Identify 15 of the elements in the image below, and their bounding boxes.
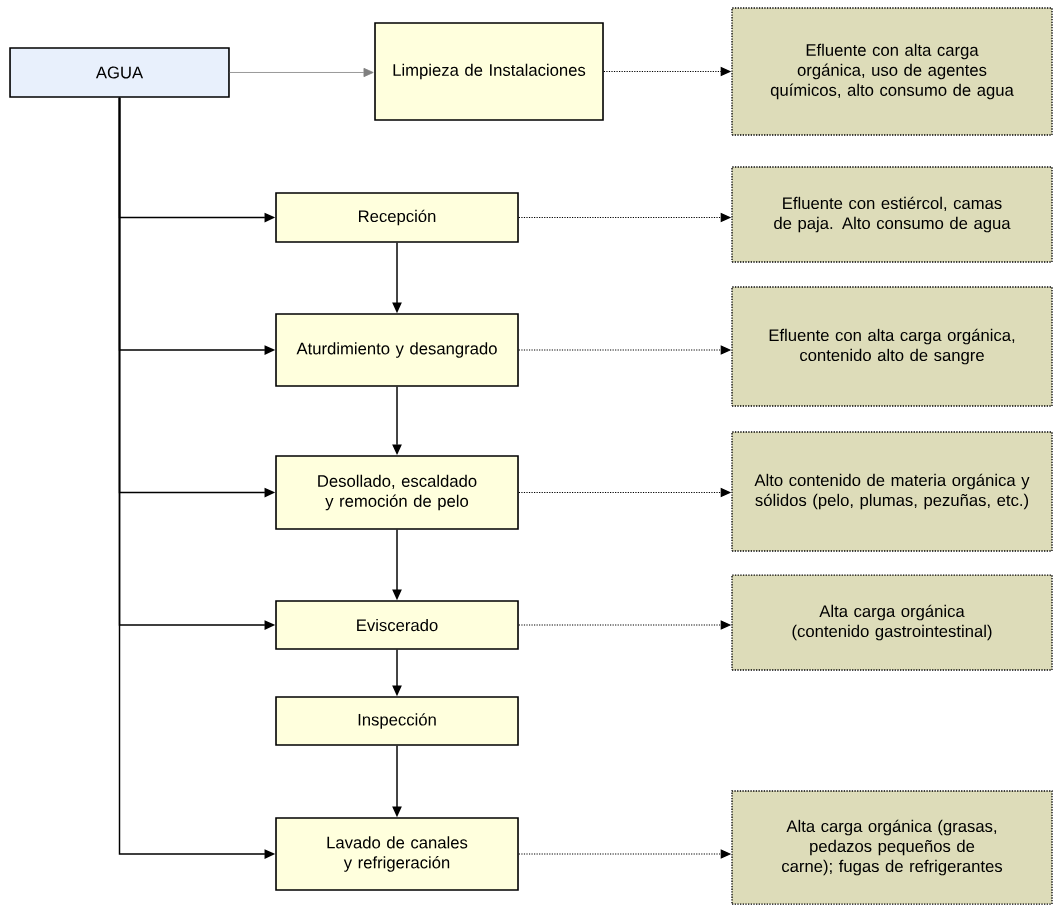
effluent-box: Alta carga orgánica (contenido gastrointestinal) [731,574,1053,671]
process-box: Aturdimiento y desangrado [275,313,519,387]
effluent-box: Efluente con alta carga orgánica, uso de agentes químicos, alto consumo de agua [731,7,1053,136]
process-box: Desollado, escaldado y remoción de pelo [275,455,519,530]
arrow [229,67,374,78]
process-box: Recepción [275,192,519,243]
process-box: Inspección [275,696,519,746]
source-box: AGUA [9,47,230,98]
process-box: Eviscerado [275,600,519,650]
process-box: Limpieza de Instalaciones [374,22,604,121]
effluent-box: Efluente con estiércol, camas de paja. Alto consumo de agua [731,166,1053,263]
process-box: Lavado de canales y refrigeración [275,817,519,891]
effluent-box: Alta carga orgánica (grasas, pedazos pequeños de carne); fugas de refrigerantes [731,790,1053,905]
effluent-box: Efluente con alta carga orgánica, contenido alto de sangre [731,286,1053,407]
effluent-box: Alto contenido de materia orgánica y sólidos (pelo, plumas, pezuñas, etc.) [731,431,1053,552]
